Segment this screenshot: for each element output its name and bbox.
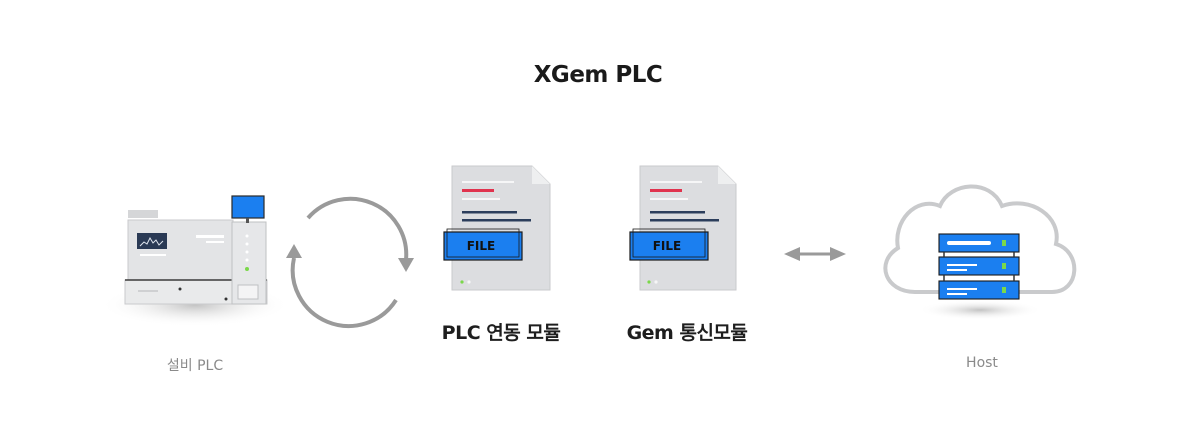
- gem-module-label: Gem 통신모듈: [626, 322, 748, 344]
- sync-cycle-arrows: [286, 196, 414, 328]
- diagram-title: XGem PLC: [533, 62, 663, 88]
- host-label: Host: [966, 355, 998, 371]
- gem-module-document-icon: [629, 165, 737, 291]
- host-cloud-server-icon: [883, 184, 1077, 320]
- plc-module-document-icon: [443, 165, 551, 291]
- cycle-arrow-bottom: [290, 257, 398, 328]
- equipment-label: 설비 PLC: [166, 358, 224, 374]
- equipment-machine-icon: [100, 195, 290, 327]
- cycle-arrow-top: [306, 196, 409, 261]
- plc-module-label: PLC 연동 모듈: [441, 322, 561, 344]
- bidirectional-arrow-icon: [784, 247, 846, 261]
- gem-module-file-tag: FILE: [653, 239, 682, 253]
- plc-module-file-tag: FILE: [467, 239, 496, 253]
